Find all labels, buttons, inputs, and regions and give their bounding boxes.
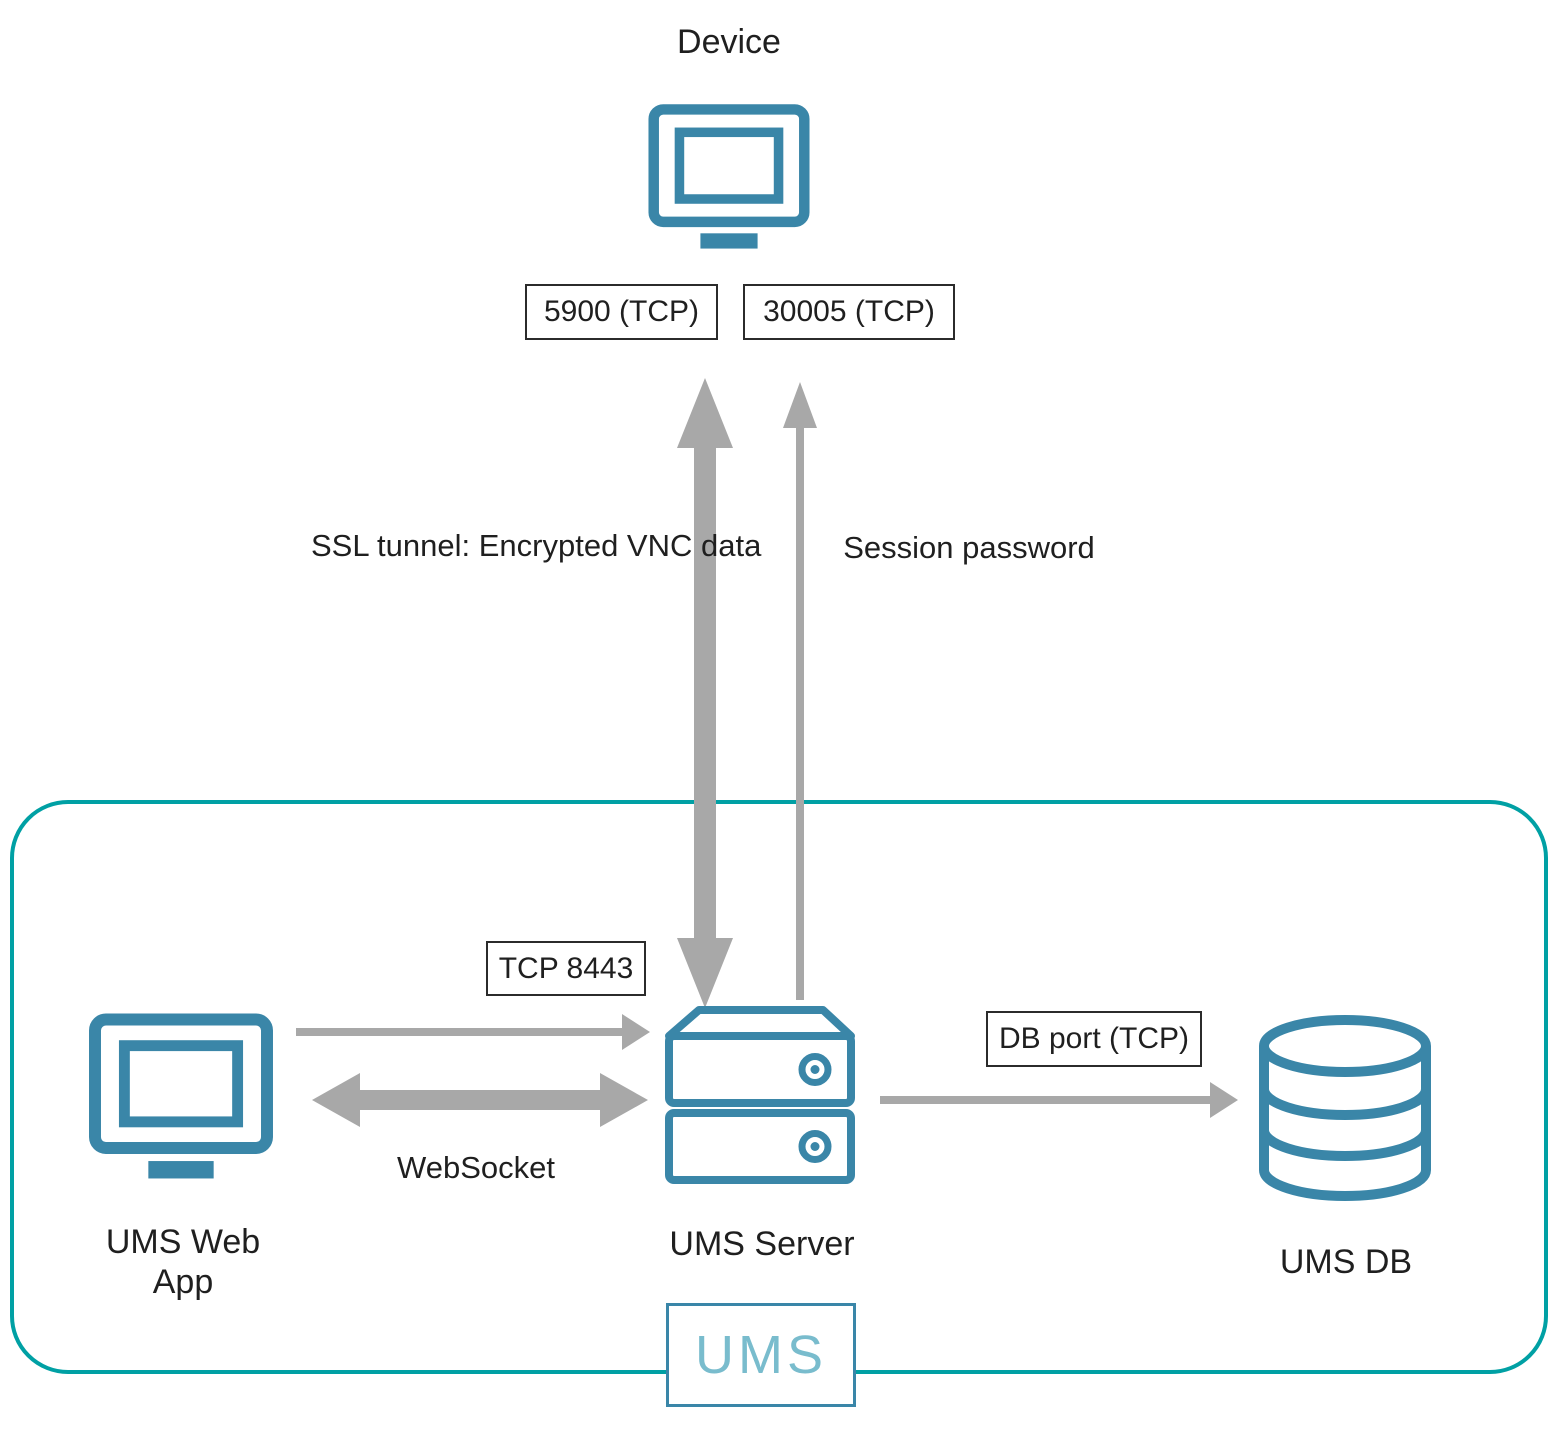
websocket-label: WebSocket	[397, 1150, 555, 1185]
server-led-dot-bottom	[810, 1142, 820, 1151]
server-led-ring-bottom	[798, 1130, 832, 1163]
ums-wordmark-box: UMS	[666, 1303, 856, 1407]
database-body	[1259, 1046, 1431, 1201]
web-app-node-label: UMS Web App	[105, 1223, 261, 1302]
server-led-ring-top	[798, 1053, 832, 1086]
ssl-tunnel-label: SSL tunnel: Encrypted VNC data	[311, 528, 762, 563]
port-badge-db-port: DB port (TCP)	[986, 1011, 1202, 1067]
monitor-screen	[118, 1040, 244, 1128]
monitor-frame	[89, 1013, 273, 1154]
monitor-stand	[700, 233, 758, 249]
db-port-arrow	[880, 1082, 1238, 1118]
ums-server-node-label: UMS Server	[669, 1225, 855, 1263]
port-badge-5900: 5900 (TCP)	[525, 284, 718, 340]
server-led-dot-top	[810, 1065, 820, 1074]
port-badge-tcp-8443: TCP 8443	[486, 941, 646, 996]
monitor-frame	[648, 104, 810, 228]
ums-server-icon	[665, 1006, 855, 1184]
monitor-stand	[148, 1161, 214, 1179]
ums-db-database-icon	[1259, 1015, 1431, 1201]
database-top-ellipse	[1259, 1015, 1431, 1077]
session-password-label: Session password	[843, 530, 1095, 565]
device-node-label: Device	[677, 23, 781, 61]
server-unit-bottom	[665, 1109, 855, 1184]
web-app-monitor-icon	[89, 1013, 273, 1179]
device-monitor-icon	[648, 104, 810, 249]
ums-db-node-label: UMS DB	[1279, 1243, 1413, 1281]
session-password-arrow	[783, 382, 817, 1000]
port-badge-30005: 30005 (TCP)	[743, 284, 955, 340]
ssl-tunnel-arrow	[677, 378, 733, 1008]
server-unit-top	[665, 1032, 855, 1107]
websocket-arrow	[312, 1073, 648, 1127]
monitor-screen	[674, 127, 784, 204]
tcp-8443-arrow	[296, 1014, 650, 1050]
